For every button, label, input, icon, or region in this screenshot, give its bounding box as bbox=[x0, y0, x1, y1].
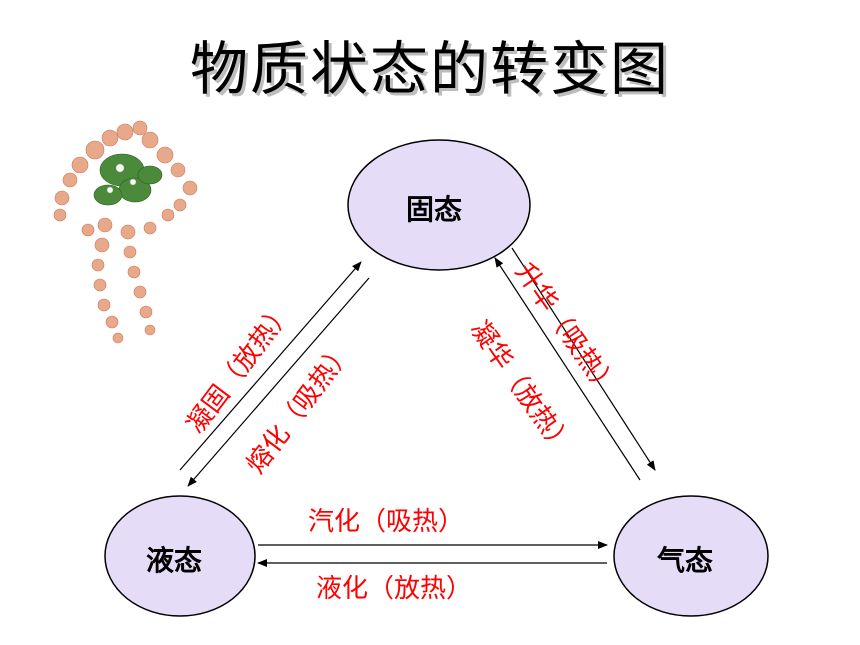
liquid-label: 液态 bbox=[146, 544, 203, 577]
arrow-melt bbox=[187, 277, 370, 487]
page-title: 物质状态的转变图 bbox=[189, 35, 670, 103]
arrow-solidify bbox=[179, 261, 362, 471]
solid-node bbox=[347, 139, 531, 271]
gas-node bbox=[613, 495, 769, 617]
gas-label: 气态 bbox=[657, 544, 714, 577]
arrow-deposit bbox=[494, 257, 641, 481]
arrow-sublimate bbox=[511, 247, 656, 471]
vaporize-label: 汽化（吸热） bbox=[308, 507, 465, 537]
liquid-node bbox=[104, 495, 256, 617]
liquefy-label: 液化（放热） bbox=[316, 574, 473, 604]
solid-label: 固态 bbox=[406, 193, 463, 226]
